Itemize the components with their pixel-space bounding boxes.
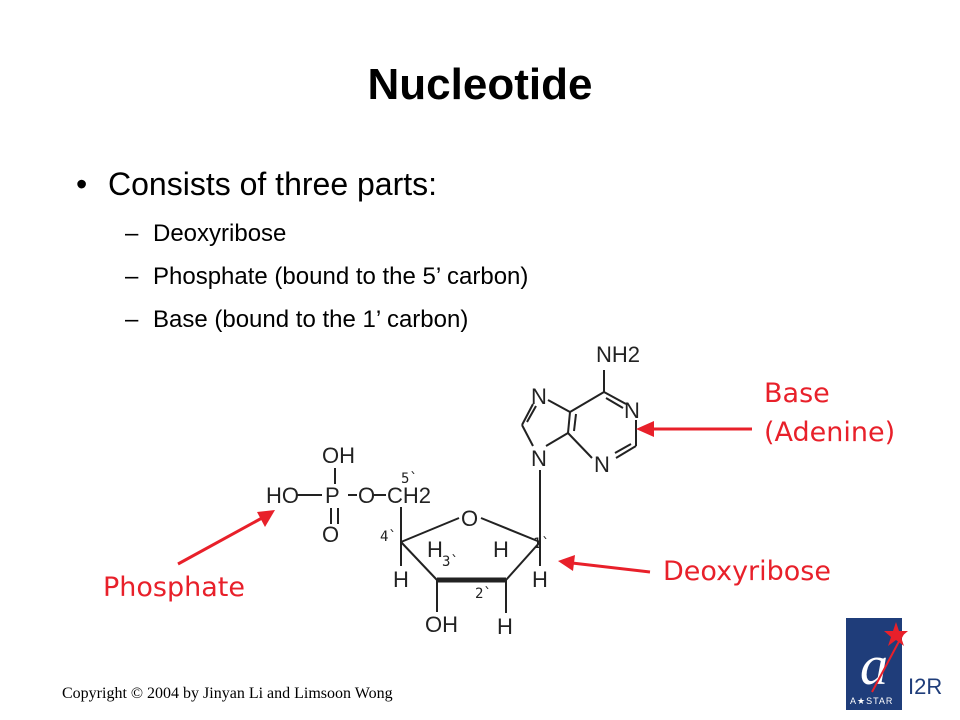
atom-nh2-n: NH2 bbox=[596, 342, 640, 367]
c8-n7-bond bbox=[521, 403, 534, 426]
n9-c4-bond bbox=[545, 432, 569, 447]
c5-c4-ring-bond bbox=[567, 411, 571, 434]
atom-h-c1: H bbox=[532, 567, 548, 592]
base-arrow-head bbox=[636, 421, 654, 437]
n7-c5-bond bbox=[547, 399, 571, 413]
c5-c4-ring-double-bond bbox=[573, 413, 577, 432]
atom-ho: HO bbox=[266, 483, 299, 508]
atom-nh2: NH2 bbox=[596, 342, 640, 367]
copyright-notice: Copyright © 2004 by Jinyan Li and Limsoo… bbox=[62, 685, 393, 702]
sub-item-base: –Base (bound to the 1’ carbon) bbox=[125, 306, 468, 334]
atom-h-c3-up: H bbox=[427, 537, 443, 562]
o-c1-bond bbox=[480, 517, 541, 543]
bullet-item: • Consists of three parts: bbox=[76, 166, 437, 203]
c2-n3-bond bbox=[615, 445, 637, 459]
logo-brand-text: A★STAR bbox=[850, 696, 893, 706]
phosphate-arrow-head bbox=[257, 510, 275, 527]
callout-labels: Base (Adenine) Deoxyribose Phosphate bbox=[103, 378, 895, 603]
phosphate-arrow-line bbox=[177, 516, 263, 566]
astar-i2r-logo: a A★STAR I2R bbox=[846, 618, 942, 710]
deoxyribose-arrow-head bbox=[558, 555, 575, 571]
c1-c2-bond bbox=[505, 541, 541, 581]
atom-oh-c3: OH bbox=[425, 612, 458, 637]
sub-item-deoxyribose: –Deoxyribose bbox=[125, 220, 286, 248]
c6-n1-bond bbox=[603, 391, 627, 405]
atom-h-c2-up: H bbox=[493, 537, 509, 562]
c4-c3-bond bbox=[400, 541, 438, 581]
sub-marker: – bbox=[125, 263, 139, 290]
logo-star-icon bbox=[884, 622, 908, 646]
logo-swoosh bbox=[871, 631, 905, 693]
atom-h-c2-down: H bbox=[497, 614, 513, 639]
c8-n7-double-bond bbox=[526, 405, 537, 423]
atom-h-c4: H bbox=[393, 567, 409, 592]
atom-n3: N bbox=[594, 452, 610, 477]
label-4-prime: 4` bbox=[380, 529, 397, 545]
atom-oh-top: OH bbox=[322, 443, 355, 468]
label-3-prime: 3` bbox=[442, 554, 459, 570]
callout-deoxyribose: Deoxyribose bbox=[663, 556, 831, 587]
sub-item-text: Deoxyribose bbox=[153, 220, 287, 247]
sub-marker: – bbox=[125, 306, 139, 333]
label-1-prime: 1` bbox=[533, 536, 550, 552]
sub-item-phosphate: –Phosphate (bound to the 5’ carbon) bbox=[125, 263, 528, 291]
sub-item-text: Base (bound to the 1’ carbon) bbox=[153, 306, 469, 333]
bullet-text: Consists of three parts: bbox=[108, 166, 438, 202]
atom-p: P bbox=[325, 483, 340, 508]
label-5-prime: 5` bbox=[401, 471, 418, 487]
c4-o-bond bbox=[400, 517, 460, 543]
logo-unit-text: I2R bbox=[908, 674, 942, 699]
atom-n9: N bbox=[531, 446, 547, 471]
callout-arrows bbox=[177, 421, 752, 574]
atom-n1: N bbox=[624, 398, 640, 423]
c6-n1-double-bond bbox=[605, 397, 624, 409]
atom-o-ester: O bbox=[358, 483, 375, 508]
bond-lines bbox=[297, 370, 637, 613]
callout-phosphate: Phosphate bbox=[103, 572, 245, 603]
sub-item-text: Phosphate (bound to the 5’ carbon) bbox=[153, 263, 529, 290]
deoxyribose-arrow-line bbox=[571, 561, 651, 574]
c2-n3-double-bond bbox=[614, 443, 632, 454]
label-2-prime: 2` bbox=[475, 586, 492, 602]
callout-base-line1: Base bbox=[764, 378, 830, 409]
atom-n7: N bbox=[531, 384, 547, 409]
c5-c6-bond bbox=[569, 391, 605, 413]
sub-marker: – bbox=[125, 220, 139, 247]
carbon-prime-labels: 5` 4` 3` 2` 1` bbox=[380, 471, 550, 602]
n3-c4-bond bbox=[567, 432, 593, 459]
callout-base-line2: (Adenine) bbox=[764, 417, 895, 448]
atom-labels: NH2 N N N N OH HO P O CH2 O O H H H H OH… bbox=[266, 342, 640, 639]
n9-c8-bond bbox=[521, 424, 534, 447]
slide-title: Nucleotide bbox=[367, 60, 593, 109]
atom-o-double: O bbox=[322, 522, 339, 547]
bullet-marker: • bbox=[76, 166, 88, 202]
atom-ch2: CH2 bbox=[387, 483, 431, 508]
atom-o-ring: O bbox=[461, 506, 478, 531]
